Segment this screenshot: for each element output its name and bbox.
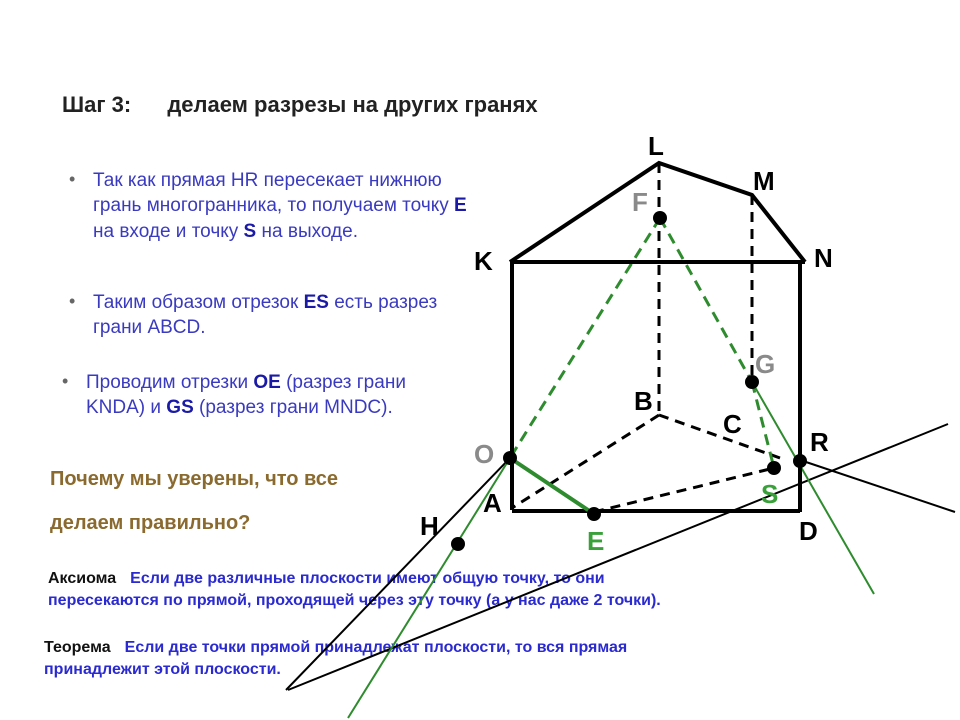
axiom-line-2: пересекаются по прямой, проходящей через… [48, 591, 661, 609]
label-d: D [799, 516, 818, 546]
line-hr [287, 423, 949, 691]
line-o-extension [285, 457, 511, 691]
label-s: S [761, 479, 778, 509]
bullet-2: • Таким образом отрезок ES есть разрез г… [69, 291, 438, 339]
segment-oe-ref: OE [253, 372, 281, 393]
segment-fo [508, 217, 662, 459]
theorem-label: Теорема [44, 639, 111, 656]
point-s [767, 461, 781, 475]
segment-es-ref: ES [303, 292, 329, 313]
label-g: G [755, 349, 775, 379]
segment-gs-ref: GS [166, 397, 194, 419]
segment-oe [508, 456, 596, 516]
point-h [451, 537, 465, 551]
axiom-label: Аксиома [48, 570, 117, 587]
label-e: E [587, 526, 604, 556]
axiom-line-1: Если две различные плоскости имеют общую… [130, 570, 605, 587]
label-c: C [723, 409, 742, 439]
label-r: R [810, 427, 829, 457]
edge-ba [511, 413, 660, 510]
theorem-line-2: принадлежит этой плоскости. [44, 660, 281, 678]
label-m: M [753, 166, 775, 196]
point-s-ref: S [243, 220, 257, 242]
segment-gs [750, 381, 776, 469]
point-r [793, 454, 807, 468]
point-o [503, 451, 517, 465]
segment-es [593, 466, 775, 514]
line-fo-extension [347, 457, 511, 719]
point-e-ref: E [454, 195, 467, 217]
step-title: делаем разрезы на других гранях [167, 92, 538, 117]
label-a: A [483, 488, 502, 518]
step-label: Шаг 3: [62, 92, 132, 117]
point-e [587, 507, 601, 521]
label-k: K [474, 246, 493, 276]
segment-fg [658, 217, 754, 383]
label-h: H [420, 511, 439, 541]
theorem-block: Теорема Если две точки прямой принадлежат… [44, 637, 627, 680]
label-o: O [474, 439, 494, 469]
axiom-block: Аксиома Если две различные плоскости имею… [48, 568, 661, 611]
line-r-extension [799, 459, 956, 513]
edge-bc [658, 413, 781, 460]
label-l: L [648, 131, 664, 161]
bullet-dot: • [62, 371, 69, 391]
label-n: N [814, 243, 833, 273]
point-g [745, 375, 759, 389]
label-f: F [632, 187, 648, 217]
bullet-1: • Так как прямая HR пересекает нижнюю гр… [69, 169, 467, 242]
line-g-extension [751, 381, 875, 595]
theorem-line-1: Если две точки прямой принадлежат плоско… [124, 639, 628, 656]
point-f [653, 211, 667, 225]
question-line-2: делаем правильно? [50, 512, 251, 534]
bullet-dot: • [69, 169, 76, 189]
bullet-3: • Проводим отрезки OE (разрез грани KNDA… [62, 371, 406, 419]
label-b: B [634, 386, 653, 416]
question-line-1: Почему мы уверены, что все [50, 468, 339, 490]
page-heading: Шаг 3: делаем разрезы на других гранях [62, 92, 538, 118]
bullet-dot: • [69, 291, 76, 311]
top-edges [508, 160, 807, 264]
